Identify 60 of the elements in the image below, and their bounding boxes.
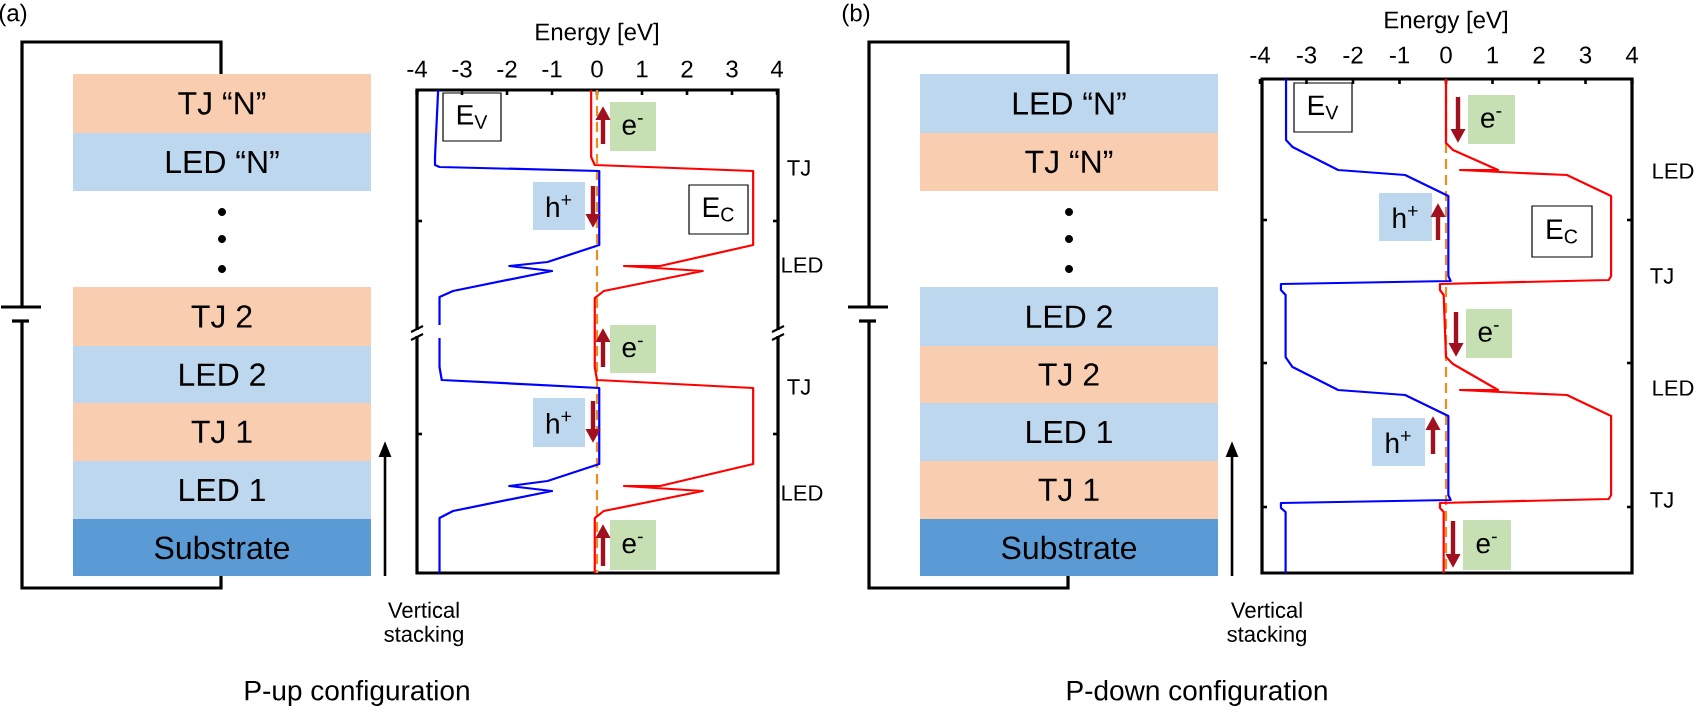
band-label-box: E$_{V}$ [442, 92, 502, 142]
carrier-box: h$^{+}$ [533, 398, 585, 447]
tick-label: 0 [591, 60, 603, 78]
layer-label: LED [782, 485, 823, 501]
axis-note: Vertical stacking [1227, 601, 1306, 647]
carrier-box: e$^{-}$ [610, 520, 656, 570]
layer-label: TJ [1650, 268, 1673, 284]
tick-label: 3 [1579, 46, 1592, 64]
layer-box: LED 2 [73, 346, 371, 403]
band-label-box: E$_{C}$ [1531, 205, 1593, 258]
layer-box: LED 1 [920, 403, 1218, 461]
tick-label: 0 [1440, 46, 1452, 64]
layer-label: LED [1653, 163, 1694, 179]
layer-label: TJ [787, 160, 810, 176]
layer-box: Substrate [920, 519, 1218, 576]
tick-label: 1 [1487, 46, 1498, 64]
tick-label: 3 [726, 60, 738, 78]
tick-label: 4 [1625, 46, 1638, 64]
layer-box: TJ 2 [920, 346, 1218, 403]
panel-label: (a) [0, 3, 27, 27]
tick-label: 4 [770, 60, 783, 78]
layer-label: LED [782, 257, 823, 273]
carrier-box: e$^{-}$ [1463, 520, 1511, 570]
carrier-box: e$^{-}$ [1468, 95, 1515, 144]
tick-label: 2 [1533, 46, 1545, 64]
tick-label: 2 [681, 60, 693, 78]
layer-box: TJ 1 [920, 461, 1218, 519]
carrier-box: h$^{+}$ [1379, 193, 1432, 241]
layer-label: TJ [1650, 492, 1673, 508]
tick-label: -2 [497, 60, 517, 78]
panel-title: P-up configuration [245, 679, 469, 707]
band-label-box: E$_{V}$ [1293, 82, 1353, 133]
tick-label: -1 [1389, 46, 1409, 64]
layer-label: LED [1653, 380, 1694, 396]
axis-title: Energy [eV] [1385, 10, 1507, 34]
tick-label: -4 [1250, 46, 1270, 64]
tick-label: -2 [1343, 46, 1363, 64]
carrier-box: h$^{+}$ [533, 182, 585, 230]
tick-label: -4 [407, 60, 427, 78]
layer-box: TJ 1 [73, 403, 371, 461]
layer-box: TJ “N” [73, 74, 371, 133]
layer-box: LED “N” [920, 74, 1218, 133]
layer-box: LED 2 [920, 287, 1218, 346]
layer-box: LED “N” [73, 133, 371, 191]
layer-label: TJ [787, 379, 810, 395]
carrier-box: e$^{-}$ [610, 325, 656, 373]
carrier-box: e$^{-}$ [1466, 309, 1512, 358]
layer-box: LED 1 [73, 461, 371, 519]
layer-box: TJ “N” [920, 133, 1218, 191]
carrier-box: e$^{-}$ [610, 102, 656, 151]
tick-label: -1 [542, 60, 562, 78]
layer-box: Substrate [73, 519, 371, 576]
band-label-box: E$_{C}$ [688, 184, 749, 235]
panel-title: P-down configuration [1067, 679, 1327, 707]
carrier-box: h$^{+}$ [1372, 418, 1425, 466]
axis-title: Energy [eV] [536, 22, 658, 46]
axis-note: Vertical stacking [384, 601, 463, 647]
panel-label: (b) [842, 3, 870, 27]
layer-box: TJ 2 [73, 287, 371, 346]
tick-label: 1 [637, 60, 648, 78]
